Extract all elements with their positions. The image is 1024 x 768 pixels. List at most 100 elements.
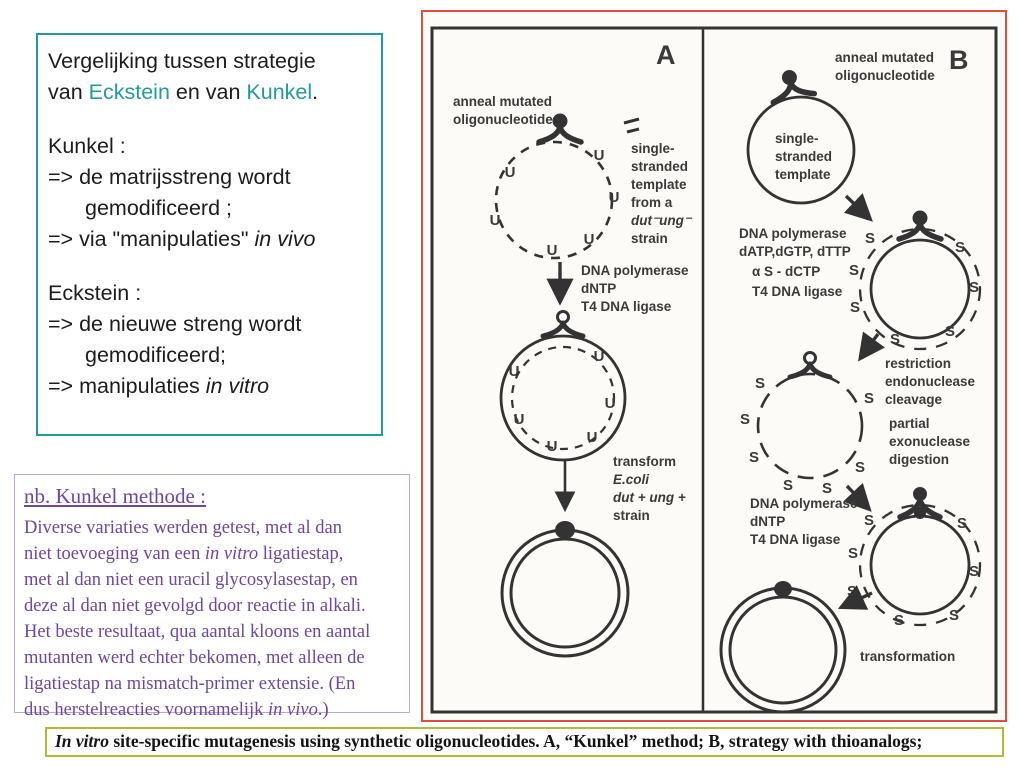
anneal-label: anneal mutated <box>453 94 552 109</box>
strain-genotype-label: dut + ung + <box>613 490 686 505</box>
diagonal-arrow-icon <box>858 331 885 362</box>
note-line: mutanten werd echter bekomen, met alleen… <box>24 648 365 668</box>
ligated-thio-outer <box>858 503 982 627</box>
step-label: DNA polymerase <box>739 226 847 241</box>
s-marker: S <box>822 480 832 497</box>
caption-text: strategy with thioanalogs; <box>724 731 923 751</box>
note-line: ligatiestap na mismatch-primer extensie.… <box>24 674 356 694</box>
diagonal-arrow-icon <box>837 585 873 610</box>
s-marker: S <box>740 411 750 428</box>
panel-b-label: B <box>949 45 969 75</box>
text-run: ligatiestap, <box>258 544 344 564</box>
text-run: niet toevoeging van een <box>24 544 205 564</box>
panel-a-label: A <box>656 40 676 70</box>
u-marker: U <box>547 438 558 455</box>
text-run: van <box>48 80 89 104</box>
result-plasmid-inner <box>509 537 621 649</box>
in-vivo-term: in vivo <box>254 227 316 251</box>
kunkel-point-1b: gemodificeerd ; <box>85 196 232 220</box>
in-vitro-term: in vitro <box>204 544 259 564</box>
text-run: dus herstelreacties voornamelijk <box>24 700 269 720</box>
anneal-label: oligonucleotide <box>453 112 553 127</box>
anneal-label: oligonucleotide <box>835 68 935 83</box>
diagonal-arrow-icon <box>843 193 873 222</box>
note-line: Het beste resultaat, qua aantal kloons e… <box>24 622 371 642</box>
in-vitro-term: in vitro <box>205 374 270 398</box>
eckstein-point-1: => de nieuwe streng wordt <box>48 312 302 336</box>
s-marker: S <box>894 612 904 629</box>
text-run: .) <box>317 700 329 720</box>
result-plasmid-outer <box>500 528 630 658</box>
title-line-2: van Eckstein en van Kunkel. <box>48 77 381 108</box>
u-marker: U <box>514 411 525 428</box>
spacer <box>48 108 381 131</box>
u-marker: U <box>605 395 616 412</box>
u-marker: U <box>587 429 598 446</box>
s-marker: S <box>855 459 865 476</box>
panel-b: anneal mutated oligonucleotide B single-… <box>719 45 982 714</box>
figure-caption: In vitro site-specific mutagenesis using… <box>45 727 1004 757</box>
note-line: niet toevoeging van een in vitro ligatie… <box>24 541 409 567</box>
step-label: DNA polymerase <box>750 496 858 511</box>
gapped-circle <box>756 372 864 480</box>
step-label: dATP,dGTP, dTTP <box>739 244 851 259</box>
thio-circle-template <box>869 238 971 340</box>
primer-hairpin-ring-icon <box>543 312 583 337</box>
mutation-dot <box>555 521 575 539</box>
in-vitro-term: In vitro <box>55 731 109 751</box>
note-heading: nb. Kunkel methode : <box>24 484 206 508</box>
u-marker: U <box>505 164 516 181</box>
step-label: E.coli <box>613 472 649 487</box>
in-vivo-term: in vivo <box>268 700 318 720</box>
template-label: template <box>631 177 687 192</box>
s-marker: S <box>865 230 875 247</box>
s-marker: S <box>783 477 793 494</box>
primer-hairpin-dot-icon <box>900 487 940 519</box>
s-marker: S <box>848 545 858 562</box>
result-plasmid-inner <box>728 595 838 705</box>
s-marker: S <box>849 262 859 279</box>
anneal-label: anneal mutated <box>835 50 934 65</box>
text-run: en van <box>169 80 247 104</box>
spacer <box>48 255 381 278</box>
s-marker: S <box>749 449 759 466</box>
kunkel-point-1: => de matrijsstreng wordt <box>48 165 291 189</box>
step-label: α S - dCTP <box>752 264 820 279</box>
template-label: stranded <box>631 159 688 174</box>
u-marker: U <box>490 212 501 229</box>
template-label: single- <box>631 141 675 156</box>
step-label: dNTP <box>581 281 616 296</box>
step-label: DNA polymerase <box>581 263 689 278</box>
title-line-1: Vergelijking tussen strategie <box>48 49 316 73</box>
s-marker: S <box>864 512 874 529</box>
template-label: strain <box>631 231 668 246</box>
result-plasmid-outer <box>719 586 847 714</box>
s-marker: S <box>847 583 857 600</box>
caption-text: “Kunkel” method; <box>560 731 709 751</box>
heteroduplex-outer-circle <box>499 334 627 462</box>
heteroduplex-inner-circle <box>510 345 616 451</box>
note-line: Diverse variaties werden getest, met al … <box>24 518 342 538</box>
s-marker: S <box>957 515 967 532</box>
step-label: dNTP <box>750 514 785 529</box>
kunkel-note-box: nb. Kunkel methode : Diverse variaties w… <box>14 474 410 720</box>
mutagenesis-figure: A anneal mutated oligonucleotide U U U U… <box>421 10 1007 722</box>
text-run: => via "manipulaties" <box>48 227 255 251</box>
step-label: endonuclease <box>885 374 976 389</box>
s-marker: S <box>969 279 979 296</box>
step-label: cleavage <box>885 392 943 407</box>
eckstein-heading: Eckstein : <box>48 281 142 305</box>
kunkel-heading: Kunkel : <box>48 134 126 158</box>
caption-text: site-specific mutagenesis using syntheti… <box>108 731 544 751</box>
u-marker: U <box>594 147 605 164</box>
template-label: from a <box>631 195 673 210</box>
template-label: single- <box>775 131 819 146</box>
template-label: template <box>775 167 831 182</box>
caption-b-label: B, <box>708 731 725 751</box>
kunkel-name: Kunkel <box>246 80 313 104</box>
transformation-label: transformation <box>860 649 955 664</box>
step-label: T4 DNA ligase <box>752 284 843 299</box>
u-marker: U <box>509 363 520 380</box>
s-marker: S <box>850 299 860 316</box>
s-marker: S <box>969 563 979 580</box>
